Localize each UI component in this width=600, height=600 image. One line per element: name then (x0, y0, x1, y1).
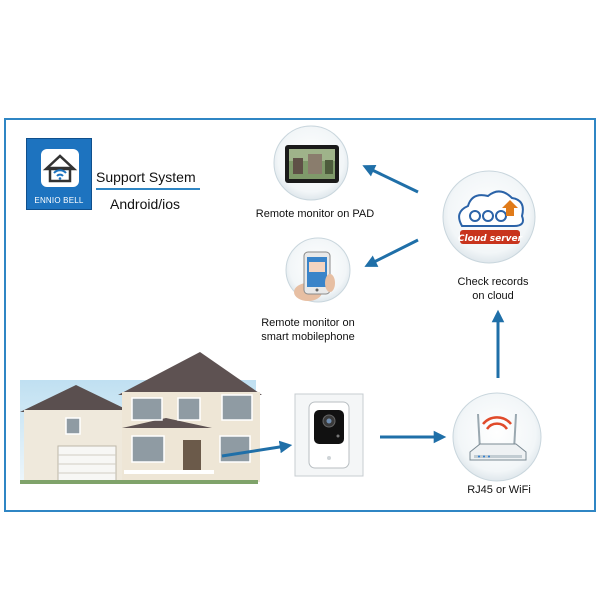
cloud-server-icon: Cloud server (458, 190, 524, 244)
smartphone-icon (294, 251, 335, 301)
wifi-home-icon (41, 149, 79, 187)
router-icon (469, 413, 527, 461)
router-node (452, 392, 542, 482)
tablet-node (273, 125, 349, 201)
pad-caption: Remote monitor on PAD (255, 208, 375, 220)
cloud-caption-line2: on cloud (472, 290, 514, 302)
phone-caption-line1: Remote monitor on (261, 317, 355, 329)
tablet-icon (285, 145, 339, 183)
house-icon (20, 352, 262, 484)
smartphone-node (285, 237, 351, 303)
cloud-badge-text: Cloud server (458, 234, 523, 244)
brand-label: ENNIO BELL (34, 196, 84, 205)
support-label: Support System (96, 169, 196, 185)
phone-caption-line2: smart mobilephone (261, 331, 355, 343)
platform-label: Android/ios (110, 196, 181, 212)
phone-caption: Remote monitor on smart mobilephone (248, 316, 368, 344)
cloud-caption-line1: Check records (457, 276, 529, 288)
arrow-cloud-to-phone (364, 238, 419, 267)
arrow-cloud-to-tablet (362, 165, 419, 194)
cloud-server-node: Cloud server (442, 170, 536, 264)
doorbell-camera-icon (308, 401, 350, 469)
app-badge: ENNIO BELL (26, 138, 92, 210)
support-divider (96, 188, 200, 190)
cloud-caption: Check records on cloud (438, 275, 548, 303)
doorbell-node (294, 393, 364, 477)
arrow-house-to-doorbell (221, 440, 293, 458)
network-caption: RJ45 or WiFi (467, 484, 531, 496)
diagram-frame (4, 118, 596, 512)
